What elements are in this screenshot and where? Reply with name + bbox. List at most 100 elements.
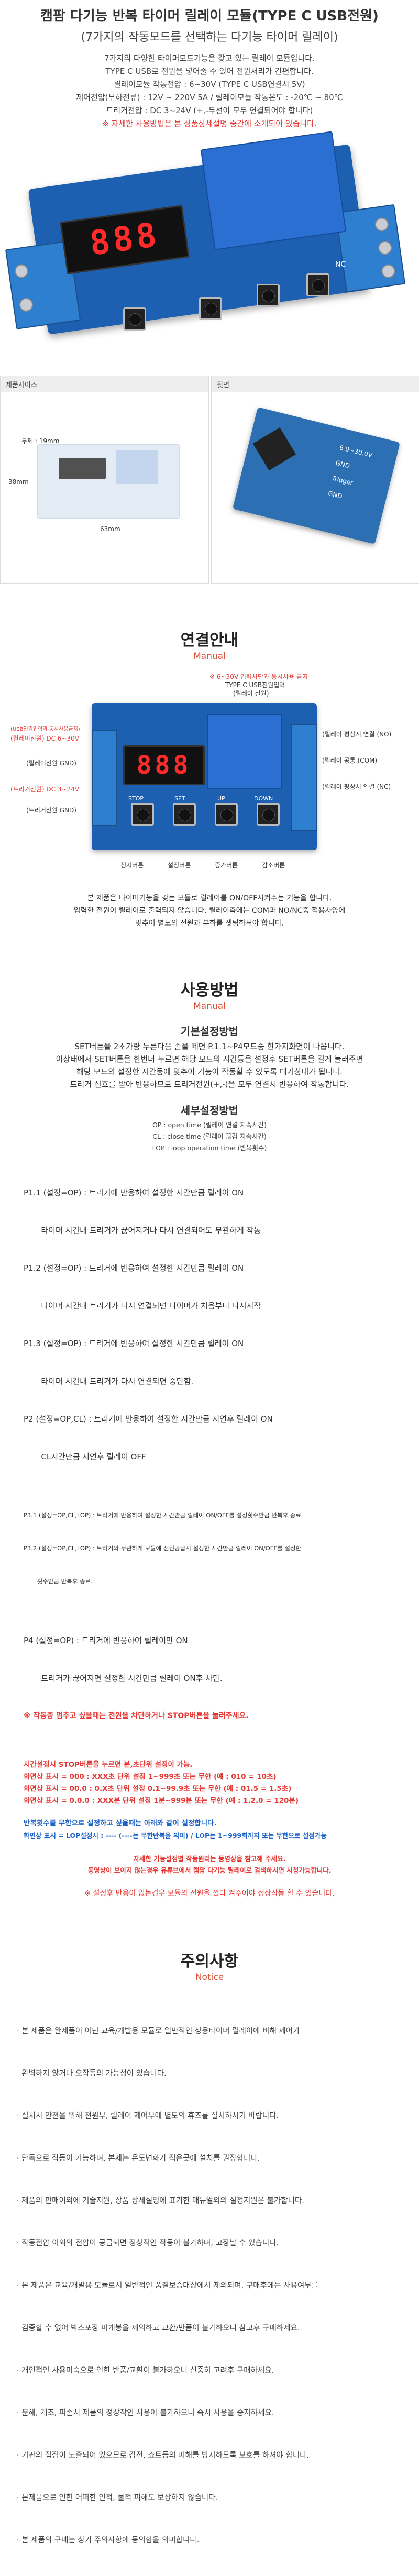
mode-line-small: 횟수만큼 반복후 종료.	[24, 1578, 93, 1585]
notice-item: · 분해, 개조, 파손시 제품의 정상작인 사용이 불가하오니 즉시 사용을 …	[17, 2409, 274, 2417]
time-title: 시간설정시 STOP버튼을 누르면 분,초단위 설정이 가능.	[24, 1760, 193, 1769]
board-button-label: UP	[217, 795, 225, 802]
connection-section: 연결안내 Manual	[0, 627, 419, 662]
intro-text: 7가지의 다양한 타이머모드기능을 갖고 있는 릴레이 모듈입니다. TYPE …	[0, 52, 419, 130]
connection-subtitle: Manual	[193, 651, 226, 662]
detail-title: 세부설정방법	[180, 1104, 239, 1117]
size-panel-label: 제품사이즈	[1, 376, 208, 392]
intro-line: 릴레이모듈 작동전압 : 6~30V (TYPE C USB연결시 5V)	[114, 80, 305, 89]
back-panel-label: 뒷면	[212, 376, 419, 392]
notice-item: · 설치시 안전을 위해 전원부, 릴레이 제어부에 별도의 휴즈를 설치하시기…	[17, 2112, 279, 2120]
screw-icon	[380, 263, 396, 279]
bottom-label: 설정버튼	[168, 862, 191, 869]
time-line: 화면상 표시 = 0.0.0 : XXX분 단위 설정 1분~999분 또는 무…	[24, 1797, 299, 1805]
top-note: ※ 6~30V 입력차단과 동시사용 금지	[210, 673, 308, 680]
intro-line: 트리거전압 : DC 3~24V (+,-두선이 모두 연결되어야 합니다)	[106, 106, 313, 115]
basic-settings: 기본설정방법 SET버튼을 2초가량 누른다음 손을 떼면 P.1.1~P4모드…	[0, 1023, 419, 1091]
size-panel: 제품사이즈 두께 : 19mm 38mm 63mm	[0, 376, 209, 584]
mode-line: P1.3 (설정=OP) : 트리거에 반응하여 설정한 시간만큼 릴레이 ON	[24, 1339, 244, 1348]
connection-title: 연결안내	[180, 631, 239, 649]
connection-led-display: 888	[123, 745, 205, 785]
dim-width: 63mm	[100, 525, 120, 533]
size-back-panels: 제품사이즈 두께 : 19mm 38mm 63mm 뒷면 6.0~30.0V G…	[0, 376, 419, 585]
left-label: (릴레이전원 GND)	[26, 759, 76, 767]
connection-diagram: ※ 6~30V 입력차단과 동시사용 금지 TYPE C USB전원입력 (릴레…	[0, 672, 419, 892]
product-title: 캠팜 다기능 반복 타이머 릴레이 모듈(TYPE C USB전원)	[40, 8, 379, 24]
usage-title: 사용방법	[180, 981, 239, 999]
legend-line: LOP : loop operation time (반복횟수)	[152, 1144, 267, 1152]
product-detail-page: 캠팜 다기능 반복 타이머 릴레이 모듈(TYPE C USB전원) (7가지의…	[0, 8, 419, 2545]
usage-subtitle: Manual	[193, 1001, 226, 1011]
bottom-label: 정지버튼	[120, 862, 144, 869]
top-note: (릴레이 전원)	[233, 690, 269, 697]
notice-item: · 제품의 판매이외에 기술지원, 상품 상세설명에 표기한 매뉴얼외의 설정지…	[17, 2197, 304, 2205]
notice-item: · 본 제품은 교육/개발용 모듈로서 일반적인 품질보증대상에서 제외되며, …	[17, 2282, 318, 2290]
notice-item: · 단독으로 작동이 가능하며, 본제는 온도변화가 적은곳에 설치를 권장합니…	[17, 2154, 260, 2163]
loop-line: 화면상 표시 = LOP설정시 : ---- (----는 무한반복을 의미) …	[24, 1832, 327, 1840]
back-pin: 6.0~30.0V	[338, 444, 373, 459]
intro-line: TYPE C USB로 전원을 넣어줄 수 있어 전원처리가 간편합니다.	[105, 67, 314, 76]
mode-line: 트리거가 끊어지면 설정한 시간만큼 릴레이 ON후 차단.	[24, 1674, 223, 1683]
time-settings: 시간설정시 STOP버튼을 누르면 분,초단위 설정이 가능. 화면상 표시 =…	[0, 1759, 419, 1807]
size-board-image	[37, 444, 180, 519]
connection-desc-line: 맞추어 별도의 전원과 부하를 셋팅하셔야 합니다.	[135, 919, 284, 928]
notice-list: · 본 제품은 완제품이 아닌 교육/개발용 모듈로 일반적인 상용타이머 릴레…	[16, 1996, 419, 2576]
notice-item: · 본 제품은 완제품이 아닌 교육/개발용 모듈로 일반적인 상용타이머 릴레…	[17, 2027, 300, 2035]
detail-settings: 세부설정방법 OP : open time (릴레이 연결 지속시간) CL :…	[0, 1102, 419, 1154]
legend-line: CL : close time (릴레이 끊김 지속시간)	[152, 1132, 267, 1140]
time-line: 화면상 표시 = 000 : XXX초 단위 설정 1~999초 또는 무한 (…	[24, 1773, 277, 1781]
notice-item: 검증할 수 없어 박스포장 미개봉을 제외하고 교환/반품이 불가하오니 참고후…	[17, 2324, 300, 2332]
screw-icon	[377, 240, 393, 256]
terminal-block-right	[335, 204, 406, 293]
mode-line: 타이머 시간내 트리거가 다시 연결되면 타이머가 처음부터 다시시작	[24, 1301, 261, 1311]
bottom-label: 감소버튼	[262, 862, 285, 869]
notice-section: 주의사항 Notice	[0, 1948, 419, 1983]
down-button	[257, 803, 280, 826]
up-button	[215, 803, 238, 826]
dim-depth: 38mm	[8, 478, 29, 486]
back-pin: Trigger	[331, 474, 354, 487]
mode-line: CL시간만큼 지연후 릴레이 OFF	[24, 1452, 146, 1461]
back-board-image: 6.0~30.0V GND Trigger GND	[232, 407, 401, 544]
notice-item: 완벽하지 않거나 오작동의 가능성이 있습니다.	[17, 2069, 167, 2078]
notice-item: · 기판의 접점이 노출되어 있으므로 감전, 쇼트등의 피해를 방지하도록 보…	[17, 2451, 310, 2460]
connection-desc-line: 본 제품은 타이머기능을 갖는 모듈로 릴레이를 ON/OFF시켜주는 기능을 …	[87, 894, 332, 902]
back-panel: 뒷면 6.0~30.0V GND Trigger GND	[211, 376, 419, 584]
warn-line: 동영상이 보이지 않는경우 유튜브에서 캠팜 다기능 릴레이로 검색하시면 시청…	[87, 1866, 332, 1874]
right-label: (릴레이 공통 (COM)	[322, 757, 378, 764]
top-note: TYPE C USB전원입력	[225, 681, 285, 689]
connection-board: 888 STOP SET UP DOWN	[92, 703, 317, 850]
screw-icon	[18, 297, 34, 313]
left-label: (USB전원입력과 동시사용금지)	[10, 726, 80, 732]
product-subtitle: (7가지의 작동모드를 선택하는 다기능 타이머 릴레이)	[81, 31, 338, 44]
notice-item: · 본 제품의 구매는 상기 주의사항에 동의함을 의미합니다.	[17, 2536, 200, 2545]
basic-title: 기본설정방법	[180, 1025, 239, 1038]
relay-nc-label: NC	[335, 260, 346, 269]
basic-line: 해당 모드의 설정한 시간등에 맞추어 기능이 작동할 수 있도록 대기상태가 …	[76, 1067, 343, 1076]
notice-item: · 개인적인 사용미숙으로 인한 반품/교환이 불가하오니 신중히 고려후 구매…	[17, 2366, 274, 2375]
right-label: (릴레이 평상시 연결 (NO)	[322, 731, 392, 738]
set-button	[173, 803, 196, 826]
basic-line: 트리거 신호를 받아 반응하므로 트리거전원(+,-)을 모두 연결시 반응하여…	[70, 1080, 349, 1089]
left-label: (트리거전원 GND)	[26, 807, 76, 814]
mode-list: P1.1 (설정=OP) : 트리거에 반응하여 설정한 시간만큼 릴레이 ON…	[0, 1161, 419, 1747]
mode-line: P2 (설정=OP,CL) : 트리거에 반응하여 설정한 시간만큼 지연후 릴…	[24, 1414, 273, 1424]
mode-line: P1.1 (설정=OP) : 트리거에 반응하여 설정한 시간만큼 릴레이 ON	[24, 1188, 244, 1197]
back-pin: GND	[335, 459, 351, 470]
down-button	[306, 273, 329, 296]
mode-line: P4 (설정=OP) : 트리거에 반응하여 릴레이만 ON	[24, 1636, 188, 1645]
mode-line-small: P3.1 (설정=OP,CL,LOP) : 트리거에 반응하여 설정한 시간만큼…	[24, 1512, 302, 1519]
loop-title: 반복횟수를 무한으로 설정하고 싶을때는 아래와 같이 설정합니다.	[24, 1819, 217, 1828]
mode-line: 타이머 시간내 트리거가 끊어지거나 다시 연결되어도 무관하게 작동	[24, 1226, 261, 1235]
screw-icon	[14, 263, 29, 279]
up-button	[257, 284, 280, 307]
stop-note: ※ 작동중 멈추고 싶을때는 전원을 차단하거나 STOP버튼을 눌러주세요.	[24, 1712, 249, 1720]
right-label: (릴레이 평상시 연결 (NC)	[322, 783, 391, 790]
stop-button	[123, 307, 146, 331]
left-label: (릴레이전원) DC 6~30V	[10, 735, 79, 742]
mode-line: 타이머 시간내 트리거가 다시 연결되면 중단함.	[24, 1377, 194, 1386]
mode-line: P1.2 (설정=OP) : 트리거에 반응하여 설정한 시간만큼 릴레이 ON	[24, 1263, 244, 1273]
notice-title: 주의사항	[180, 1952, 239, 1970]
basic-line: SET버튼을 2초가량 누른다음 손을 떼면 P.1.1~P4모드중 한가지화면…	[74, 1042, 345, 1051]
warn-line: 자세한 기능설정별 작동원리는 동영상을 참고해 주세요.	[133, 1855, 286, 1863]
